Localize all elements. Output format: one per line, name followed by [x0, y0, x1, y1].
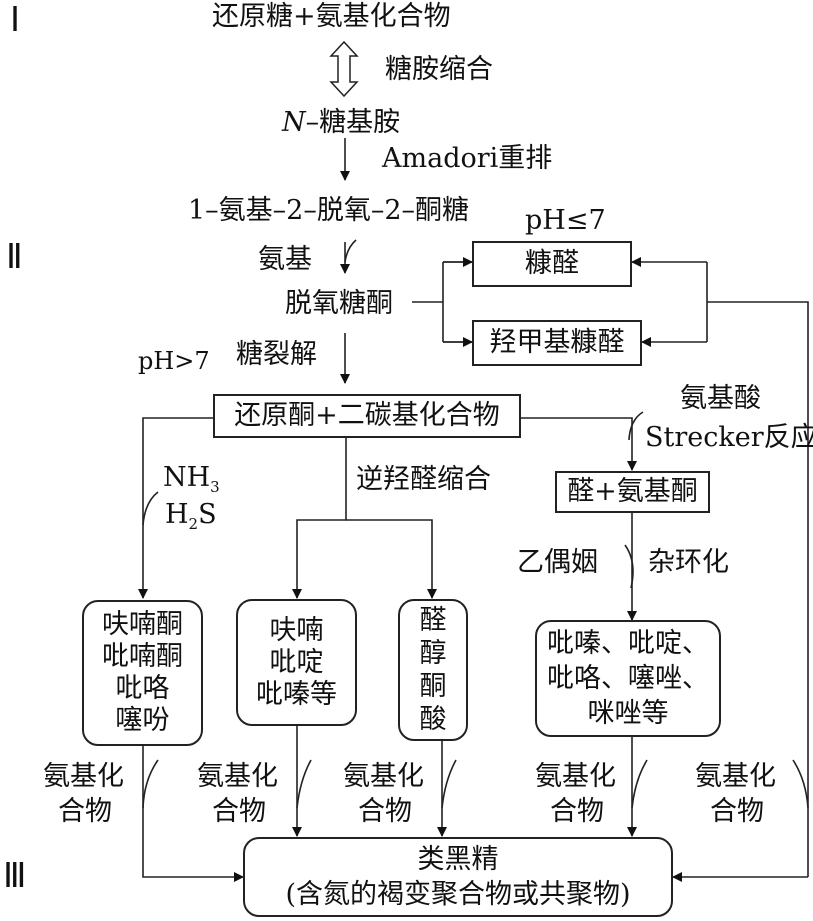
h2s-h: H — [165, 499, 189, 530]
label-sugar-cleavage: 糖裂解 — [236, 339, 317, 370]
product-line: 吡啶 — [269, 646, 324, 678]
melanoidin-title: 类黑精 — [417, 844, 499, 875]
product-line: 呋喃 — [269, 614, 324, 646]
product-line: 呋喃酮 — [102, 609, 183, 640]
amino-release-curve — [344, 239, 357, 263]
amino-acid-curve — [628, 411, 644, 441]
label-heterocyclization: 杂环化 — [648, 547, 729, 578]
node-pyrazine-box: 吡嗪、吡啶、 吡咯、噻唑、 咪唑等 — [535, 620, 721, 737]
label-amino-compound-1b: 合物 — [58, 796, 112, 827]
label-condensation: 糖胺缩合 — [385, 54, 493, 85]
melanoidin-description: (含氮的褐变聚合物或共聚物) — [285, 879, 631, 910]
h2s-s: S — [198, 499, 217, 530]
node-aldehyde-aminoketone: 醛+氨基酮 — [555, 471, 710, 513]
label-amino-acid: 氨基酸 — [680, 383, 761, 414]
product-line: 醛 — [419, 605, 447, 636]
node-amadori-product: 1–氨基–2–脱氧–2–酮糖 — [188, 195, 470, 226]
label-nh3: NH3 — [163, 463, 220, 502]
node-melanoidin: 类黑精 (含氮的褐变聚合物或共聚物) — [243, 837, 673, 917]
node-furan-box: 呋喃 吡啶 吡嗪等 — [236, 599, 357, 726]
label-h2s: H2S — [165, 500, 217, 539]
return-loop — [706, 262, 809, 877]
glycosylamine-text: –糖基胺 — [305, 107, 401, 138]
label-ph-gt-7: pH>7 — [138, 347, 210, 375]
node-reducing-sugar-amino: 还原糖+氨基化合物 — [212, 1, 451, 32]
product-line: 酸 — [419, 704, 447, 735]
label-amino-compound-2b: 合物 — [212, 796, 266, 827]
n-prefix: N — [282, 107, 306, 138]
product-line: 吡咯 — [115, 673, 170, 704]
stage-label-3: Ⅲ — [3, 858, 27, 895]
product-line: 吡嗪等 — [256, 678, 337, 710]
label-amino-compound-2a: 氨基化 — [197, 761, 278, 792]
node-furfural: 糠醛 — [472, 241, 632, 287]
nh3-subscript: 3 — [210, 478, 220, 496]
nh3-text: NH — [163, 462, 211, 493]
h2s-subscript: 2 — [188, 515, 199, 533]
label-amadori: Amadori重排 — [382, 143, 553, 174]
branch-to-furfurals — [412, 261, 472, 343]
label-amino-compound-3a: 氨基化 — [343, 761, 424, 792]
node-furanone-box: 呋喃酮 吡喃酮 吡咯 噻吩 — [82, 600, 203, 746]
node-n-glycosylamine: N–糖基胺 — [282, 108, 400, 138]
label-amino-compound-1a: 氨基化 — [43, 761, 124, 792]
stage-label-2: Ⅱ — [6, 239, 23, 276]
label-amino-compound-4a: 氨基化 — [535, 761, 616, 792]
product-line: 咪唑等 — [587, 698, 669, 729]
product-line: 酮 — [419, 671, 447, 702]
product-line: 噻吩 — [115, 705, 170, 736]
node-hmf: 羟甲基糠醛 — [472, 320, 642, 366]
node-deoxyosone: 脱氧糖酮 — [285, 288, 393, 319]
node-reductone: 还原酮+二碳基化合物 — [213, 394, 521, 438]
label-amino-compound-3b: 合物 — [358, 796, 412, 827]
product-line: 醇 — [419, 638, 447, 669]
nh3-curve — [142, 491, 159, 526]
stage-label-1: Ⅰ — [10, 2, 21, 39]
product-line: 吡嗪、吡啶、 — [547, 628, 709, 659]
label-strecker: Strecker反应 — [645, 422, 813, 453]
label-amino-compound-5a: 氨基化 — [695, 761, 776, 792]
product-line: 吡咯、噻唑、 — [547, 663, 709, 694]
label-amino: 氨基 — [258, 244, 312, 275]
label-amino-compound-4b: 合物 — [550, 796, 604, 827]
acyloin-curve — [624, 544, 634, 589]
reversible-arrow — [329, 40, 359, 98]
label-amino-compound-5b: 合物 — [710, 796, 764, 827]
product-line: 吡喃酮 — [102, 641, 183, 672]
label-retro-aldol: 逆羟醛缩合 — [356, 464, 491, 495]
label-ph-le-7: pH≤7 — [525, 205, 606, 236]
label-acyloin: 乙偶姻 — [517, 547, 598, 578]
node-aldehyde-box: 醛 醇 酮 酸 — [398, 599, 468, 741]
